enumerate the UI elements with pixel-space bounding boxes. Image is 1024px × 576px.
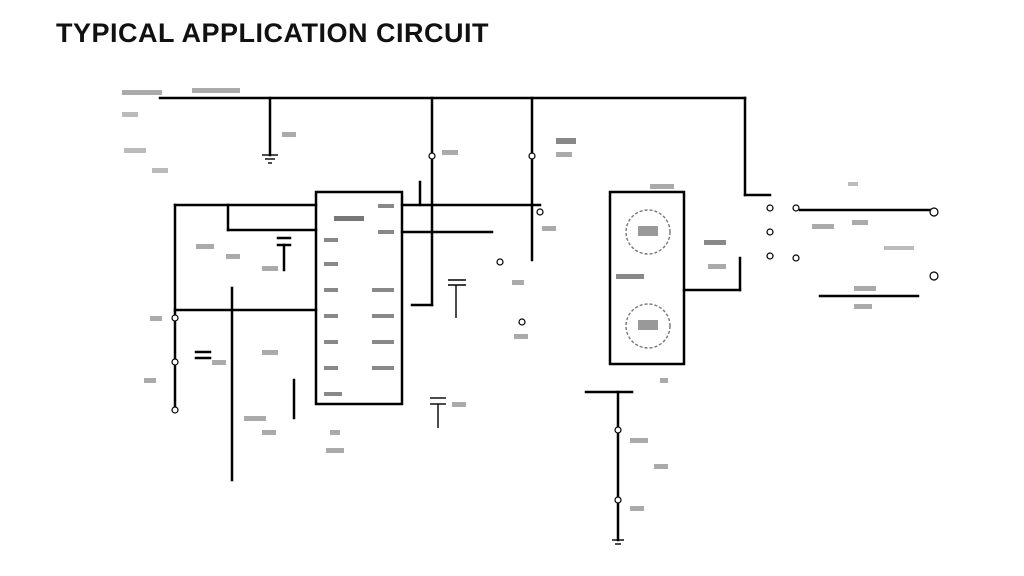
input-capacitor (262, 96, 296, 164)
ic-output-components (430, 208, 556, 428)
rail-branches (410, 96, 576, 307)
output-module (608, 184, 742, 366)
ic-pin-wires (173, 180, 542, 482)
supply-rail (158, 96, 772, 197)
left-components (144, 236, 292, 435)
output-terminal-section (766, 182, 939, 309)
diagram-title: TYPICAL APPLICATION CIRCUIT (56, 18, 490, 48)
main-ic (314, 190, 404, 453)
supply-input-labels (122, 88, 240, 173)
bottom-divider-chain (584, 378, 668, 545)
